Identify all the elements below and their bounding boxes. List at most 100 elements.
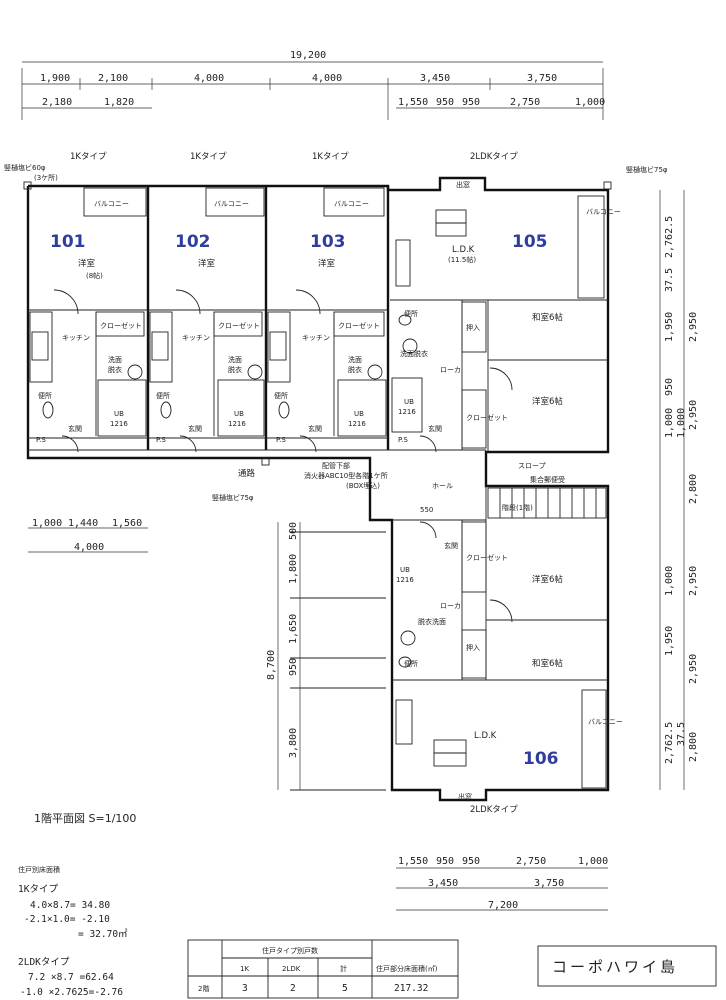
drain-60-note: (3ケ所) bbox=[34, 173, 58, 182]
toilet-102: 便所 bbox=[156, 391, 170, 400]
area-calculations: 住戸別床面積 1Kタイプ 4.0×8.7= 34.80 -2.1×1.0= -2… bbox=[18, 865, 128, 998]
dim-row1-1: 2,100 bbox=[98, 73, 128, 84]
dim-right-upper-2: 1,950 bbox=[664, 312, 675, 342]
ub-103-size: 1216 bbox=[348, 420, 366, 428]
dim-right-upper-0: 2,762.5 bbox=[664, 216, 675, 258]
type-label-105: 2LDKタイプ bbox=[470, 152, 518, 162]
dim-right-upper-6: 2,950 bbox=[688, 400, 699, 430]
dim-bottom-left-1: 1,440 bbox=[68, 518, 98, 529]
dim-right-lower-5: 37.5 bbox=[676, 722, 687, 746]
title-block: コーポハワイ島 bbox=[537, 945, 717, 987]
balcony-105: バルコニー bbox=[586, 208, 621, 216]
dim-bottom-left-2: 1,560 bbox=[112, 518, 142, 529]
datsui-102: 脱衣 bbox=[228, 365, 242, 374]
washitsu-106: 和室6帖 bbox=[532, 658, 563, 669]
ldk-105-size: (11.5帖) bbox=[448, 255, 476, 264]
unit-105-number: 105 bbox=[512, 232, 548, 252]
type-label-101: 1Kタイプ bbox=[70, 152, 107, 162]
table-cell-2ldk: 2 bbox=[290, 983, 296, 994]
dim-parking-1: 1,800 bbox=[288, 554, 299, 584]
table-cell-area: 217.32 bbox=[394, 983, 428, 994]
senmen-102: 洗面 bbox=[228, 355, 242, 364]
ub-102: UB bbox=[234, 410, 244, 418]
ps-102: P.S bbox=[156, 436, 166, 444]
dim-right-lower-2: 1,950 bbox=[664, 626, 675, 656]
dim-row1-4: 3,450 bbox=[420, 73, 450, 84]
dim-br-total: 7,200 bbox=[488, 900, 518, 911]
genkan-101: 玄関 bbox=[68, 424, 82, 433]
bottom-left-dimensions: 1,000 1,440 1,560 4,000 bbox=[28, 518, 148, 553]
table-col-area: 住戸部分床面積(㎡) bbox=[376, 964, 438, 973]
toilet-105: 便所 bbox=[404, 309, 418, 318]
dim-parking-total: 8,700 bbox=[266, 650, 277, 680]
drain-75-top-label: 竪樋塩ビ75φ bbox=[626, 165, 668, 174]
dim-right-lower-0: 1,000 bbox=[664, 566, 675, 596]
hall-label: ホール bbox=[432, 482, 453, 490]
room-youshitsu-101: 洋室 bbox=[78, 258, 96, 269]
dim-row1-2: 4,000 bbox=[194, 73, 224, 84]
parking-dimensions: 500 1,800 1,650 950 3,800 8,700 bbox=[266, 522, 301, 790]
building-walls bbox=[23, 176, 612, 802]
room-youshitsu-103: 洋室 bbox=[318, 258, 336, 269]
bottom-right-dimensions: 1,550 950 950 2,750 1,000 3,450 3,750 7,… bbox=[396, 856, 608, 911]
dim-right-upper-4: 950 bbox=[664, 378, 675, 396]
genkan-102: 玄関 bbox=[188, 424, 202, 433]
senmen-101: 洗面 bbox=[108, 355, 122, 364]
valve-note-2: 消火器ABC10型各階1ケ所 bbox=[304, 471, 388, 480]
datsui-103: 脱衣 bbox=[348, 365, 362, 374]
ub-101-size: 1216 bbox=[110, 420, 128, 428]
dim-row2-left-0: 2,180 bbox=[42, 97, 72, 108]
building-name: コーポハワイ島 bbox=[552, 958, 678, 976]
room-youshitsu-101-size: (8帖) bbox=[86, 271, 103, 280]
area-1k-line-1: -2.1×1.0= -2.10 bbox=[24, 914, 110, 925]
dim-right-mid-0: 2,800 bbox=[688, 474, 699, 504]
dim-row2-right-3: 2,750 bbox=[510, 97, 540, 108]
dim-br-row1-4: 1,000 bbox=[578, 856, 608, 867]
stairs-label: 階段(1階) bbox=[502, 503, 533, 512]
closet-101: クローゼット bbox=[100, 321, 142, 330]
ldk-105: L.D.K bbox=[452, 245, 475, 255]
balcony-102: バルコニー bbox=[214, 200, 249, 208]
unit-102-number: 102 bbox=[175, 232, 211, 252]
ub-103: UB bbox=[354, 410, 364, 418]
dim-parking-4: 3,800 bbox=[288, 728, 299, 758]
corridor-label: 通路 bbox=[238, 468, 256, 479]
area-1k-line-2: = 32.70㎡ bbox=[78, 929, 128, 940]
table-col-2ldk: 2LDK bbox=[282, 965, 301, 973]
washitsu-105: 和室6帖 bbox=[532, 312, 563, 323]
table-col-total: 計 bbox=[340, 964, 347, 973]
ub-106-size: 1216 bbox=[396, 576, 414, 584]
table-cell-total: 5 bbox=[342, 983, 348, 994]
top-dimensions: 19,200 1,900 2,100 4,000 4,000 3,450 3,7… bbox=[21, 50, 605, 120]
dim-row2-right-0: 1,550 bbox=[398, 97, 428, 108]
area-1k-line-0: 4.0×8.7= 34.80 bbox=[30, 900, 110, 911]
dim-br-row1-3: 2,750 bbox=[516, 856, 546, 867]
demado-106: 出窓 bbox=[458, 792, 472, 801]
dim-row2-left-1: 1,820 bbox=[104, 97, 134, 108]
senmen-datsui-105: 洗面脱衣 bbox=[400, 349, 428, 358]
ub-102-size: 1216 bbox=[228, 420, 246, 428]
type-label-103: 1Kタイプ bbox=[312, 152, 349, 162]
area-ldk-line-1: -1.0 ×2.7625=-2.76 bbox=[20, 987, 123, 998]
table-col-1k: 1K bbox=[240, 965, 249, 973]
table-row-label: 2階 bbox=[198, 984, 209, 993]
dim-row1-5: 3,750 bbox=[527, 73, 557, 84]
datsui-senmen-106: 脱衣洗面 bbox=[418, 617, 446, 626]
dim-right-lower-3: 2,950 bbox=[688, 654, 699, 684]
dim-total-width: 19,200 bbox=[290, 50, 326, 61]
mailbox-label: 集合郵便受 bbox=[530, 475, 565, 484]
ub-101: UB bbox=[114, 410, 124, 418]
dim-br-row1-1: 950 bbox=[436, 856, 454, 867]
closet-105: クローゼット bbox=[466, 413, 508, 422]
summary-table: 住戸タイプ別戸数 1K 2LDK 計 住戸部分床面積(㎡) 2階 3 2 5 2… bbox=[187, 939, 459, 999]
oshiire-105: 押入 bbox=[466, 323, 480, 332]
ldk-106: L.D.K bbox=[474, 731, 497, 741]
dim-row1-3: 4,000 bbox=[312, 73, 342, 84]
dim-parking-3: 950 bbox=[288, 658, 299, 676]
right-dimensions: 2,762.5 37.5 1,950 2,950 950 1,000 2,950… bbox=[659, 190, 699, 790]
closet-102: クローゼット bbox=[218, 321, 260, 330]
dim-row1-0: 1,900 bbox=[40, 73, 70, 84]
genkan-105: 玄関 bbox=[428, 424, 442, 433]
valve-note-1: 配管下部 bbox=[322, 461, 350, 470]
scale-note: 1階平面図 S=1/100 bbox=[34, 811, 136, 825]
